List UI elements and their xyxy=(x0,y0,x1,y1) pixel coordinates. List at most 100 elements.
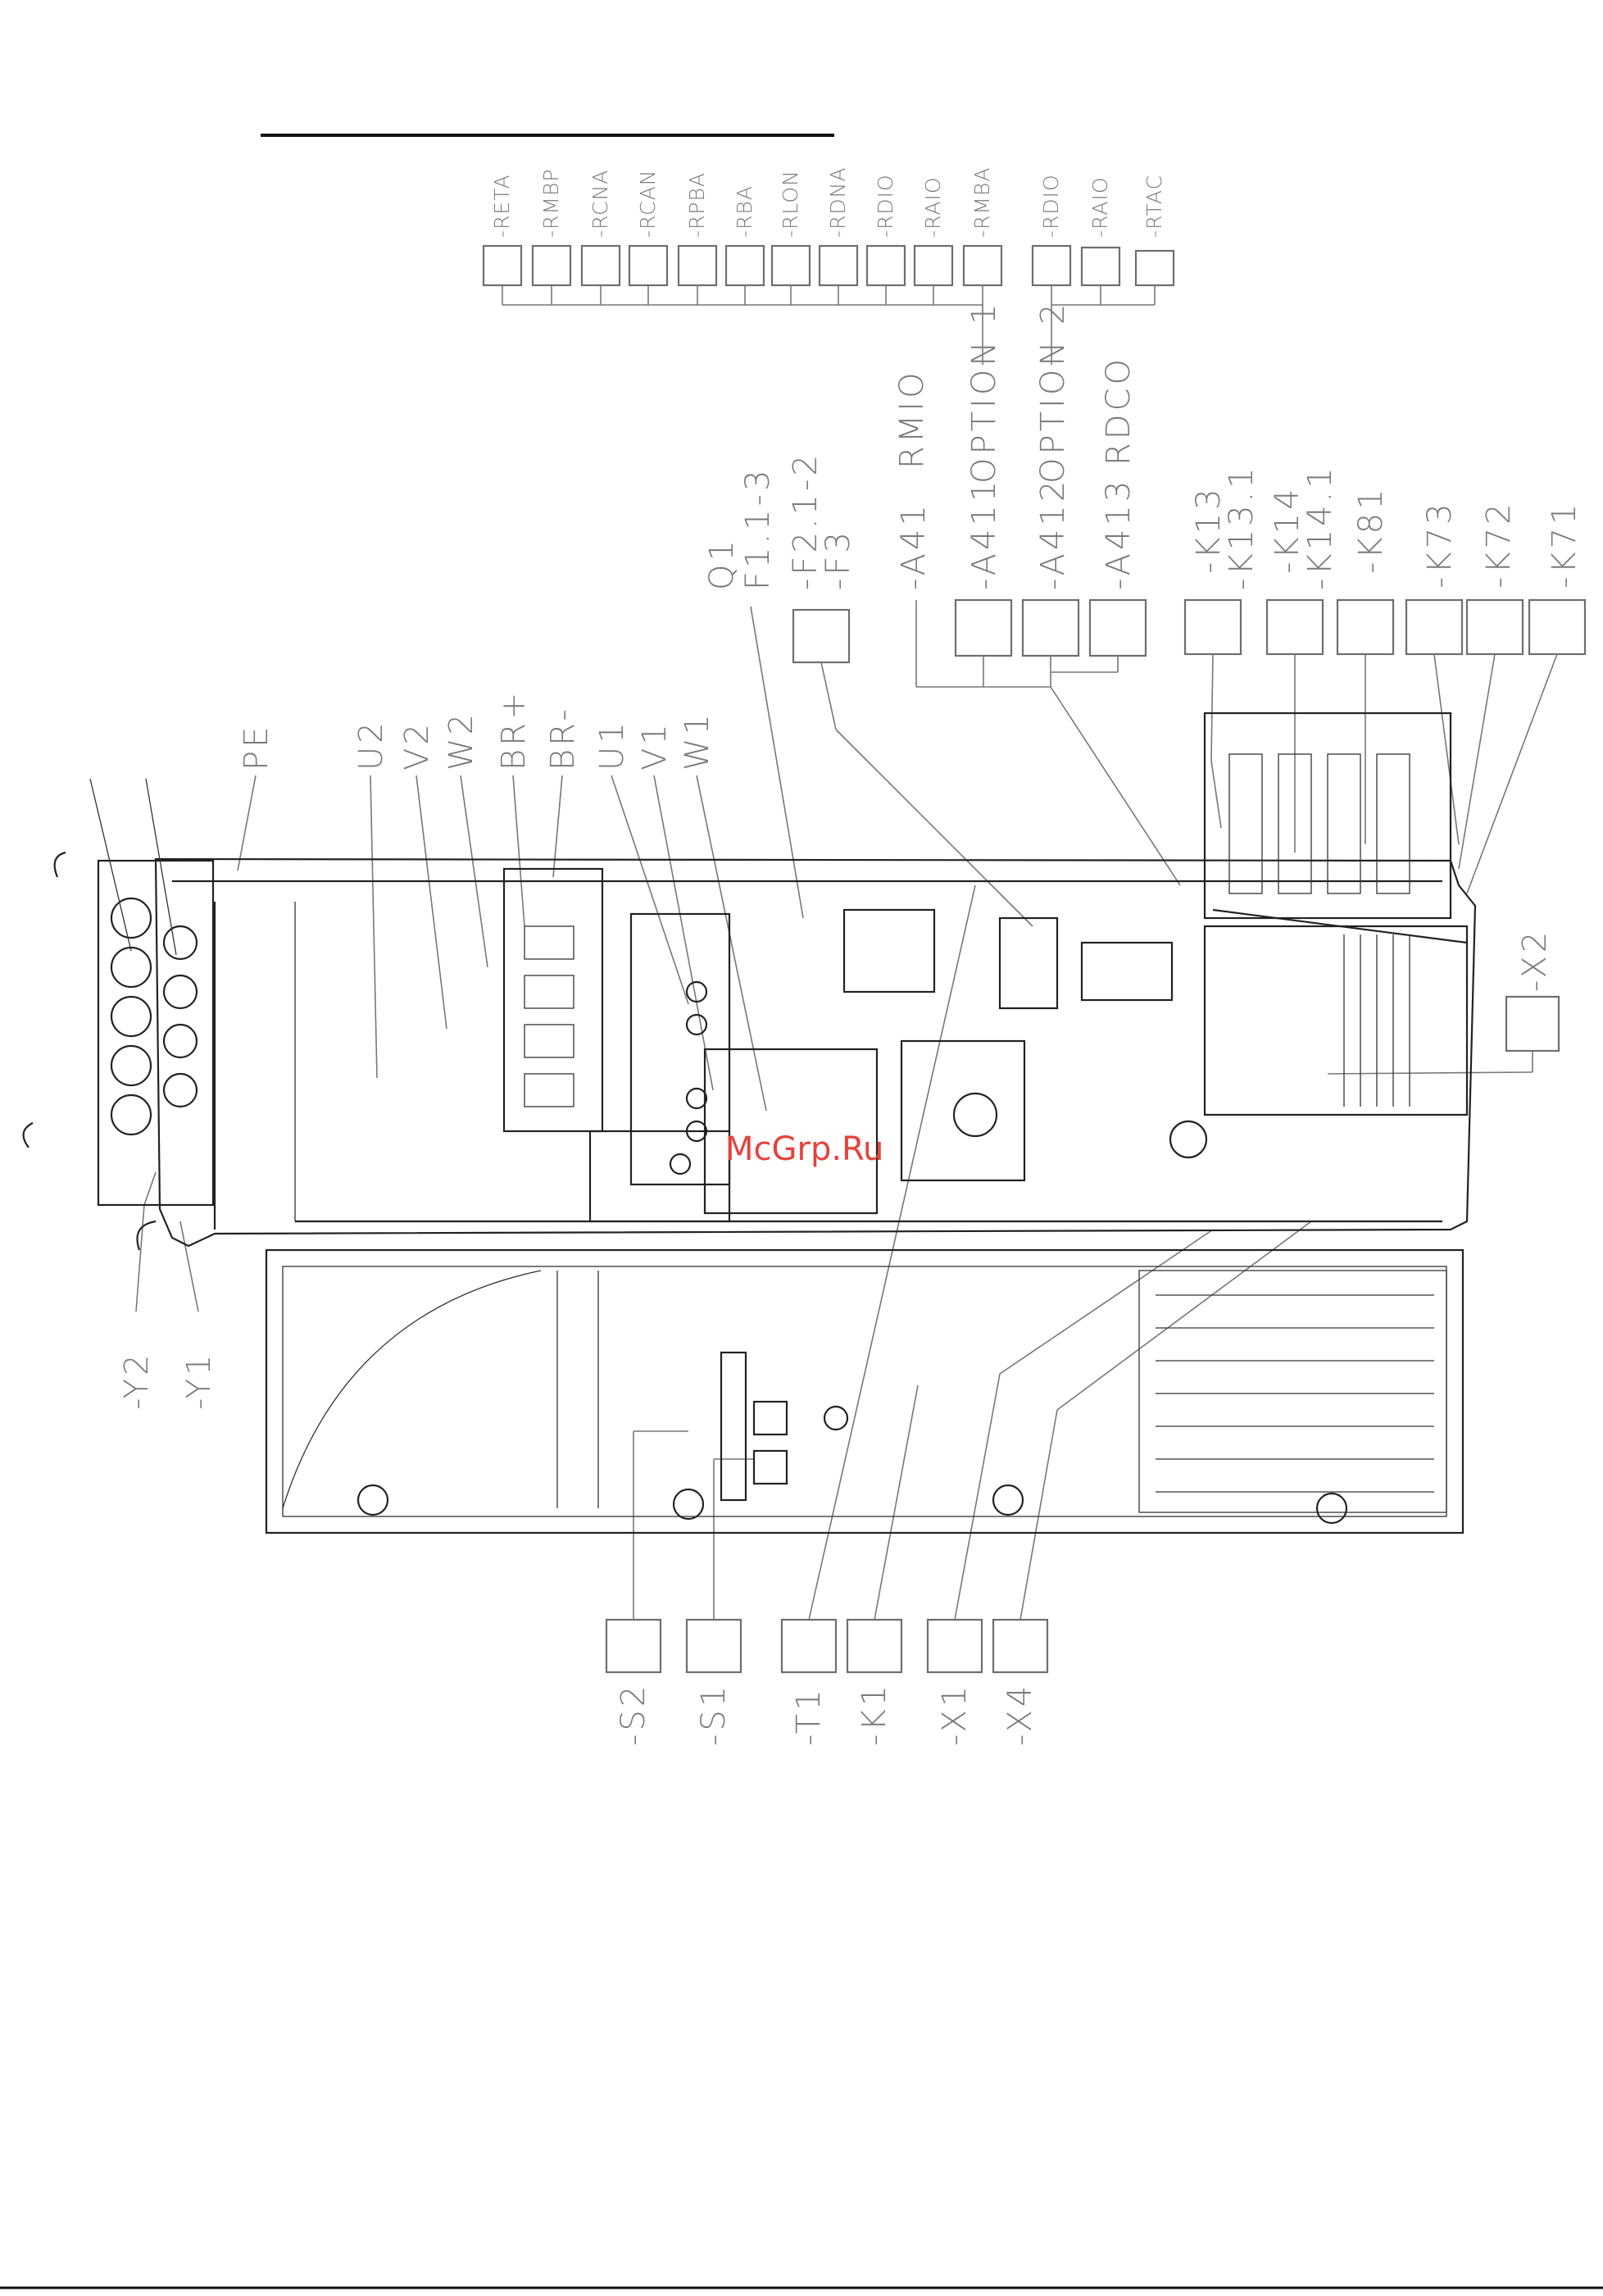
box-x4 xyxy=(993,1620,1047,1672)
label-k81: -K81 xyxy=(1352,485,1390,574)
label-k71: -K71 xyxy=(1546,500,1583,589)
box-s2 xyxy=(606,1620,661,1672)
box-s1 xyxy=(687,1620,741,1672)
door-hinge xyxy=(358,1485,388,1515)
label-rdna: -RDNA xyxy=(826,167,850,238)
label-raio-2: -RAIO xyxy=(1088,176,1112,238)
switch-s1 xyxy=(754,1451,787,1484)
label-rcna: -RCNA xyxy=(588,170,612,238)
relay-connectors xyxy=(1211,654,1557,893)
cabinet-drawing xyxy=(24,713,1475,1533)
terminal-bolt xyxy=(687,1015,706,1034)
vent-grille xyxy=(1139,1271,1446,1512)
terminal-label-group: PE U2 V2 W2 BR+ BR- U1 V1 W1 xyxy=(238,689,766,1112)
cabinet-frame xyxy=(156,859,1475,1246)
capacitor xyxy=(164,1025,197,1057)
relay-box-k14 xyxy=(1267,600,1323,654)
door-hinge xyxy=(993,1485,1023,1515)
terminal-bolt xyxy=(687,982,706,1002)
label-box xyxy=(1136,251,1174,285)
label-option-1: OPTION 1 xyxy=(965,301,1003,484)
label-rmio: RMIO xyxy=(893,369,931,469)
label-f3: -F3 xyxy=(820,529,857,590)
door-swing-arc xyxy=(283,1271,541,1508)
label-rmbp: -RMBP xyxy=(539,169,563,238)
option-label-group: RMIO OPTION 1 OPTION 2 RDCO -A41 -A411 -… xyxy=(893,301,1180,885)
lift-eye xyxy=(138,1221,157,1250)
fan-block xyxy=(24,779,213,1250)
label-a411: -A411 xyxy=(965,478,1003,590)
label-y2: -Y2 xyxy=(118,1351,156,1410)
lift-eye xyxy=(24,1123,33,1148)
terminal xyxy=(524,975,574,1008)
busbar-plate xyxy=(504,869,602,1131)
label-box xyxy=(820,246,857,285)
label-u2: U2 xyxy=(352,719,390,771)
door-panel xyxy=(266,1250,1463,1533)
watermark: McGrp.Ru xyxy=(725,1130,883,1168)
relay-box-k71 xyxy=(1529,600,1585,654)
x2-leader xyxy=(1328,1051,1533,1074)
label-raio: -RAIO xyxy=(921,176,945,238)
module-box-a413 xyxy=(1090,600,1146,656)
relay-box-k72 xyxy=(1467,600,1523,654)
capacitor xyxy=(111,997,151,1036)
label-w2: W2 xyxy=(443,711,480,771)
rmio-board xyxy=(1082,943,1172,1000)
label-q1: Q1 xyxy=(703,537,741,590)
cable xyxy=(90,779,131,951)
label-rba: -RBA xyxy=(733,185,756,238)
terminal xyxy=(524,1074,574,1107)
contactor xyxy=(1000,918,1057,1008)
door-hinge xyxy=(1317,1494,1346,1523)
label-rpba: -RPBA xyxy=(685,172,709,238)
left-leaders xyxy=(136,1172,198,1312)
top-label-texts: -RETA -RMBP -RCNA -RCAN -RPBA -RBA -RLON… xyxy=(490,167,1166,238)
label-w1: W1 xyxy=(679,711,716,771)
box-t1 xyxy=(782,1620,836,1672)
choke-coil xyxy=(954,1093,997,1136)
relay-box-k73 xyxy=(1406,600,1462,654)
capacitor xyxy=(111,1095,151,1134)
bus-support xyxy=(590,1131,729,1221)
label-box xyxy=(582,246,620,285)
capacitor xyxy=(164,975,197,1008)
label-k14-1: -K14.1 xyxy=(1301,464,1339,590)
label-box xyxy=(679,246,716,285)
label-t1: -T1 xyxy=(790,1686,828,1746)
bottom-leaders xyxy=(633,885,1311,1620)
box-x2 xyxy=(1506,997,1559,1051)
label-f1: F1.1-3 xyxy=(739,466,777,590)
label-box xyxy=(629,246,667,285)
box-x1 xyxy=(928,1620,982,1672)
label-rtac: -RTAC xyxy=(1142,175,1166,238)
fuse-holder xyxy=(844,910,934,992)
label-br-plus: BR+ xyxy=(495,689,533,771)
label-rmba: -RMBA xyxy=(970,167,994,238)
relay-label-group: -K13 -K13.1 -K14 -K14.1 -K81 -K73 -K72 -… xyxy=(1185,464,1585,893)
fixing xyxy=(1170,1121,1206,1157)
terminal xyxy=(524,926,574,959)
control-knob xyxy=(824,1407,847,1430)
label-a413: -A413 xyxy=(1100,478,1138,590)
capacitor xyxy=(111,898,151,938)
fuse-box xyxy=(793,610,849,662)
label-x1: -X1 xyxy=(936,1683,974,1746)
label-box xyxy=(1082,248,1119,285)
relay-box-k81 xyxy=(1337,600,1393,654)
label-y1: -Y1 xyxy=(180,1351,218,1410)
label-v2: V2 xyxy=(398,721,436,771)
label-box xyxy=(867,246,905,285)
label-box xyxy=(964,246,1001,285)
capacitor xyxy=(111,948,151,987)
right-label-group: -X2 xyxy=(1328,929,1559,1074)
control-block xyxy=(1205,713,1467,1115)
door-hinge xyxy=(674,1489,703,1519)
relay-box-k13 xyxy=(1185,600,1241,654)
label-a41: -A41 xyxy=(895,502,933,590)
label-box xyxy=(484,246,521,285)
capacitor xyxy=(164,1074,197,1107)
label-rcan: -RCAN xyxy=(636,170,660,238)
